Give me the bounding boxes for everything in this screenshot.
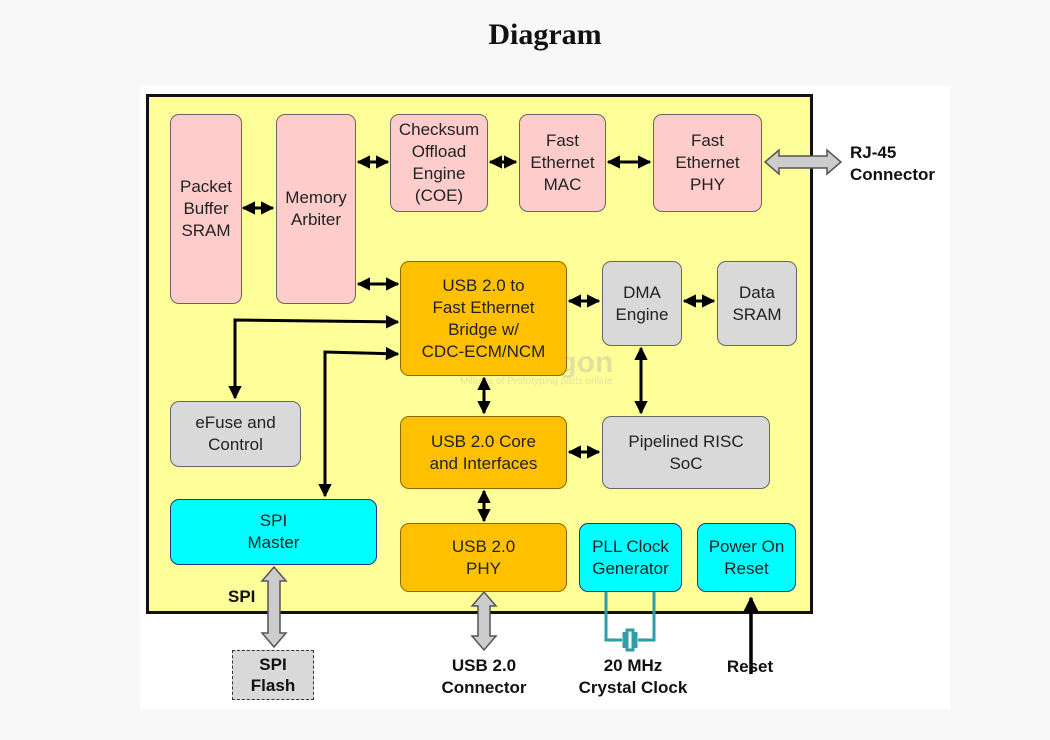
wire-bridge-efuse xyxy=(228,315,400,400)
bridge-line-3: Bridge w/ xyxy=(448,319,519,339)
usb-connector-line-2: Connector xyxy=(441,678,527,697)
bridge-line-1: USB 2.0 to xyxy=(442,275,525,295)
reset-label: Reset xyxy=(726,657,774,676)
efuse-control: eFuse and Control xyxy=(170,401,301,467)
usb-phy: USB 2.0 PHY xyxy=(400,523,567,592)
bridge-line-4: CDC-ECM/NCM xyxy=(421,341,546,361)
arrow-phy-rj45 xyxy=(763,148,843,176)
packet-buffer-line-3: SRAM xyxy=(181,221,231,240)
connection-wires xyxy=(228,148,843,674)
spi-flash-line-2: Flash xyxy=(250,676,296,695)
spi-bus-label: SPI xyxy=(228,587,256,606)
crystal-line-1: 20 MHz xyxy=(603,656,663,675)
packet-buffer-sram: Packet Buffer SRAM xyxy=(170,114,242,304)
spi-master-line-1: SPI xyxy=(259,511,288,530)
spi-flash: SPI Flash xyxy=(232,650,314,700)
risc-line-2: SoC xyxy=(669,453,703,473)
rj45-line-2: Connector xyxy=(850,165,935,184)
efuse-line-2: Control xyxy=(208,435,263,454)
fe-mac-line-3: MAC xyxy=(543,175,582,194)
dma-line-2: Engine xyxy=(615,304,669,324)
packet-buffer-line-2: Buffer xyxy=(183,199,229,218)
dma-engine: DMA Engine xyxy=(602,261,682,346)
crystal-line-2: Crystal Clock xyxy=(578,678,688,697)
usb-core-line-1: USB 2.0 Core xyxy=(431,431,536,451)
por-line-1: Power On xyxy=(708,536,785,556)
fe-phy-line-1: Fast xyxy=(690,131,725,150)
checksum-line-3: Engine xyxy=(412,164,466,183)
wire-bridge-spi xyxy=(318,346,400,498)
fe-phy-line-2: Ethernet xyxy=(675,153,740,172)
checksum-line-4: (COE) xyxy=(414,186,464,205)
risc-line-1: Pipelined RISC xyxy=(628,431,744,451)
rj45-line-1: RJ-45 xyxy=(850,143,897,162)
spi-flash-line-1: SPI xyxy=(259,655,287,674)
checksum-line-2: Offload xyxy=(411,142,467,161)
pll-clock-generator: PLL Clock Generator xyxy=(579,523,682,592)
memory-arbiter-line-1: Memory xyxy=(285,188,347,207)
page-title: Diagram xyxy=(488,18,602,51)
arrow-spi-flash xyxy=(260,565,288,649)
fe-mac-line-2: Ethernet xyxy=(530,153,595,172)
arrow-usb-connector xyxy=(470,590,498,652)
usb-connector-label: USB 2.0 Connector xyxy=(434,655,534,699)
memory-arbiter-line-2: Arbiter xyxy=(290,210,342,229)
usb-phy-line-2: PHY xyxy=(466,558,501,578)
pipelined-risc-soc: Pipelined RISC SoC xyxy=(602,416,770,489)
usb-phy-line-1: USB 2.0 xyxy=(451,536,516,556)
crystal-clock-symbol xyxy=(604,592,656,652)
data-sram-line-1: Data xyxy=(739,282,775,302)
power-on-reset: Power On Reset xyxy=(697,523,796,592)
spi-master-line-2: Master xyxy=(247,533,300,552)
usb-connector-line-1: USB 2.0 xyxy=(451,656,517,675)
checksum-offload-engine: Checksum Offload Engine (COE) xyxy=(390,114,488,212)
block-diagram: Electrodragon Millions of Prototyping pa… xyxy=(140,86,950,709)
crystal-clock-label: 20 MHz Crystal Clock xyxy=(568,655,698,699)
usb-core-line-2: and Interfaces xyxy=(429,453,538,473)
checksum-line-1: Checksum xyxy=(398,120,480,139)
bridge-line-2: Fast Ethernet xyxy=(432,297,535,317)
fe-mac-line-1: Fast xyxy=(545,131,580,150)
packet-buffer-line-1: Packet xyxy=(180,177,232,196)
fast-ethernet-mac: Fast Ethernet MAC xyxy=(519,114,606,212)
pll-line-1: PLL Clock xyxy=(592,536,669,556)
usb-ethernet-bridge: USB 2.0 to Fast Ethernet Bridge w/ CDC-E… xyxy=(400,261,567,376)
efuse-line-1: eFuse and xyxy=(195,413,276,432)
pll-line-2: Generator xyxy=(592,558,669,578)
fast-ethernet-phy: Fast Ethernet PHY xyxy=(653,114,762,212)
rj45-connector-label: RJ-45 Connector xyxy=(850,142,935,186)
data-sram-line-2: SRAM xyxy=(732,304,782,324)
fe-phy-line-3: PHY xyxy=(690,175,725,194)
dma-line-1: DMA xyxy=(623,282,661,302)
data-sram: Data SRAM xyxy=(717,261,797,346)
memory-arbiter: Memory Arbiter xyxy=(276,114,356,304)
por-line-2: Reset xyxy=(724,558,769,578)
usb-core-interfaces: USB 2.0 Core and Interfaces xyxy=(400,416,567,489)
spi-master: SPI Master xyxy=(170,499,377,565)
